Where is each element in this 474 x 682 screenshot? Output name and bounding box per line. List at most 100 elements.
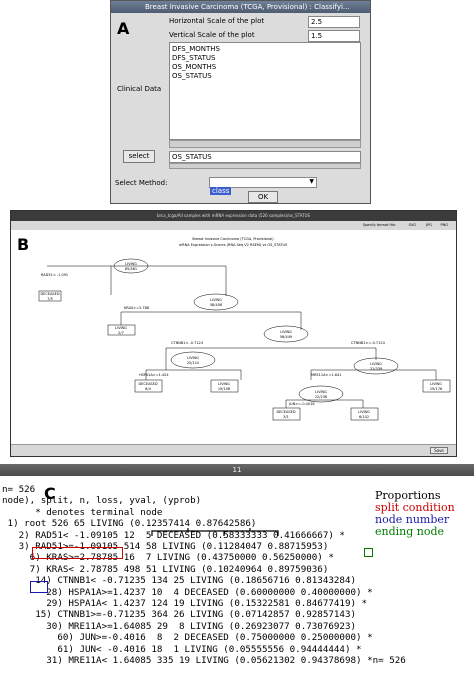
method-label: Select Method: xyxy=(115,179,168,187)
output-line: 15) CTNNB1>=-0.71235 364 26 LIVING (0.07… xyxy=(2,609,357,621)
tree-leaf-box xyxy=(107,324,136,336)
output-line: node), split, n, loss, yval, (yprob) xyxy=(2,495,202,507)
edge xyxy=(146,369,242,380)
format-svg-radio[interactable]: SVG xyxy=(408,223,416,227)
node-count: 19/176 xyxy=(430,387,442,391)
dialog-title: Breast Invasive Carcinoma (TCGA, Provisi… xyxy=(145,3,350,11)
plot-bottom-bar: Save xyxy=(11,444,456,456)
edge xyxy=(47,265,112,295)
output-line: n= 526 xyxy=(2,484,36,495)
format-png-radio[interactable]: PNG xyxy=(440,223,448,227)
plot-title: Breast Invasive Carcinoma (TCGA, Provisi… xyxy=(192,237,274,241)
tree-leaf-box xyxy=(210,379,239,393)
list-item[interactable]: DFS_MONTHS xyxy=(172,45,221,53)
split-label: CTNNB1>=-0.7124 xyxy=(351,341,386,345)
method-dropdown[interactable]: class ▼ xyxy=(209,177,317,195)
output-line: 6) KRAS>=2.78785 16 7 LIVING (0.43750000… xyxy=(2,552,334,564)
node-label: LIVING xyxy=(210,298,222,302)
legend-node-number: node number xyxy=(375,513,450,526)
node-label: LIVING xyxy=(218,382,230,386)
output-line: 61) JUN< -0.4016 18 1 LIVING (0.05555556… xyxy=(2,643,362,655)
split-label: KRAS>=2.788 xyxy=(124,306,149,310)
panel-a-dialog: Breast Invasive Carcinoma (TCGA, Provisi… xyxy=(110,0,371,204)
node-label: DECEASED xyxy=(138,382,157,386)
vscale-input[interactable]: 1.5 xyxy=(308,30,360,42)
tree-leaf-box xyxy=(134,379,163,393)
tree-leaf-box xyxy=(272,407,301,421)
panel-letter-c: C xyxy=(44,484,56,503)
clinical-data-label: Clinical Data xyxy=(117,85,162,93)
list-item[interactable]: DFS_STATUS xyxy=(172,54,216,62)
split-label: RAD51< -1.091 xyxy=(41,273,68,277)
node-count: 2/7 xyxy=(118,331,124,335)
select-value-field[interactable]: OS_STATUS xyxy=(169,151,361,163)
node-label: DECEASED xyxy=(40,292,59,296)
split-label: MRE11A>=1.641 xyxy=(311,373,341,377)
legend-proportions: Proportions xyxy=(375,489,441,502)
output-line: * denotes terminal node xyxy=(2,506,163,518)
node-count: 7/5 xyxy=(47,297,53,301)
select-button[interactable]: select xyxy=(123,150,155,163)
node-count: 25/110 xyxy=(187,361,199,365)
format-label: Specify format file: xyxy=(362,223,396,227)
node-label: LIVING xyxy=(358,410,370,414)
list-item[interactable]: OS_STATUS xyxy=(172,72,212,80)
output-line: 1) root 526 65 LIVING (0.12357414 0.8764… xyxy=(2,518,257,530)
format-toolbar: Specify format file: SVG JPG PNG xyxy=(11,221,456,230)
method-selected-value: class xyxy=(210,187,232,195)
node-label: LIVING xyxy=(315,390,327,394)
ok-button[interactable]: OK xyxy=(248,191,278,203)
node-count: 56/449 xyxy=(280,335,292,339)
output-line: 30) MRE11A>=1.64085 29 8 LIVING (0.26923… xyxy=(2,620,357,632)
list-item[interactable]: OS_MONTHS xyxy=(172,63,217,71)
decision-tree-plot: Breast Invasive Carcinoma (TCGA, Provisi… xyxy=(38,237,451,421)
output-line: 31) MRE11A< 1.64085 335 19 LIVING (0.056… xyxy=(2,655,406,667)
format-jpg-radio[interactable]: JPG xyxy=(426,223,432,227)
proportions-bracket xyxy=(151,528,279,536)
tree-node-ellipse xyxy=(113,258,149,274)
legend-split-condition: split condition xyxy=(375,501,455,514)
node-number-highlight xyxy=(30,581,48,593)
hscale-input[interactable]: 2.5 xyxy=(308,16,360,28)
legend-ending-node: ending node xyxy=(375,525,445,538)
save-button[interactable]: Save xyxy=(430,447,448,454)
panel-b-window: brca_tcga/All samples with mRNA expressi… xyxy=(10,210,457,457)
clinical-data-list[interactable]: DFS_MONTHS DFS_STATUS OS_MONTHS OS_STATU… xyxy=(169,42,361,140)
output-line: 3) RAD51>=-1.09105 514 58 LIVING (0.1128… xyxy=(2,541,329,553)
tree-node-ellipse xyxy=(353,357,399,375)
output-line: 2) RAD51< -1.09105 12 5 DECEASED (0.5833… xyxy=(2,529,345,541)
plot-subtitle: mRNA Expression z-Scores (RNA Seq V2 RSE… xyxy=(179,243,288,247)
vscale-label: Vertical Scale of the plot xyxy=(169,31,255,39)
node-count: 6/4 xyxy=(145,387,151,391)
node-label: LIVING xyxy=(430,382,442,386)
node-count: 3/1 xyxy=(283,415,289,419)
node-label: LIVING xyxy=(115,326,127,330)
terminal-title: 11 xyxy=(232,466,242,474)
node-count: 65/461 xyxy=(125,267,137,271)
edge xyxy=(121,311,302,330)
split-label: HSPA1A>=1.424 xyxy=(139,373,169,377)
tree-node-ellipse xyxy=(263,325,309,343)
terminal-title-bar: 11 xyxy=(0,464,474,476)
panel-letter-b: B xyxy=(17,235,30,254)
node-label: DECEASED xyxy=(276,410,295,414)
select-scrollbar[interactable] xyxy=(169,163,361,169)
horizontal-scrollbar[interactable] xyxy=(169,140,361,148)
output-line: 29) HSPA1A< 1.4237 124 19 LIVING (0.1532… xyxy=(2,598,368,610)
node-count: 6/102 xyxy=(359,415,369,419)
node-count: 22/236 xyxy=(315,395,327,399)
legend: Proportions split condition node number … xyxy=(375,490,455,538)
tree-node-ellipse xyxy=(170,351,216,369)
dialog-title-bar: Breast Invasive Carcinoma (TCGA, Provisi… xyxy=(111,1,370,13)
chevron-down-icon: ▼ xyxy=(309,178,314,185)
node-label: LIVING xyxy=(187,356,199,360)
edge xyxy=(286,399,364,408)
plot-window-title-bar: brca_tcga/All samples with mRNA expressi… xyxy=(11,211,456,221)
edge xyxy=(311,369,437,380)
tree-node-ellipse xyxy=(298,385,344,403)
split-label: CTNNB1< -0.7124 xyxy=(171,341,204,345)
output-line: 7) KRAS< 2.78785 498 51 LIVING (0.102409… xyxy=(2,563,329,575)
node-count: 19/106 xyxy=(218,387,230,391)
